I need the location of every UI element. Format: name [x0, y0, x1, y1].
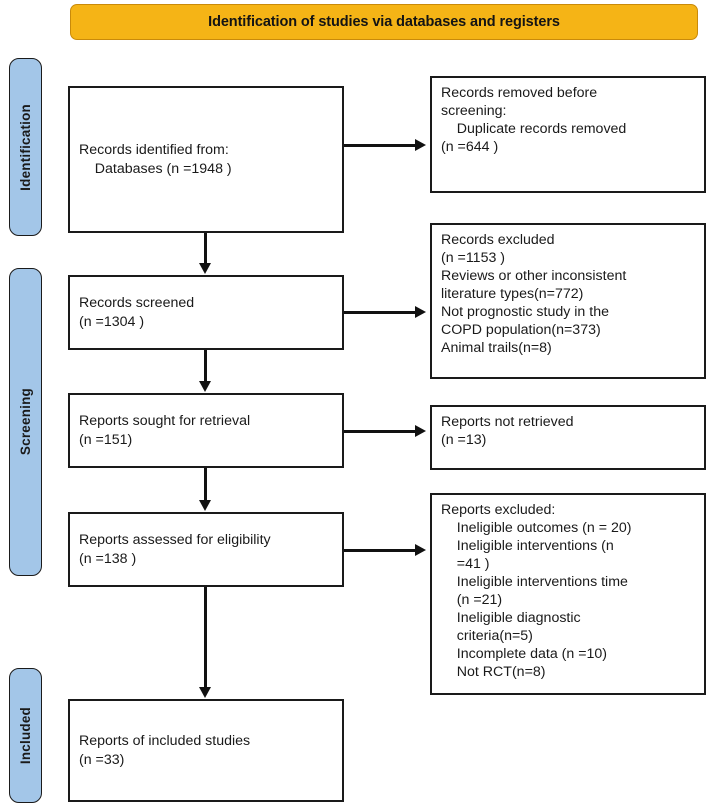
- arrowhead-screened-to-sought: [198, 381, 211, 392]
- stage-rail-screening: Screening: [9, 268, 42, 576]
- stage-rail-included: Included: [9, 668, 42, 803]
- arrowhead-sought-to-assessed: [198, 500, 211, 511]
- node-reports-not-retrieved: Reports not retrieved (n =13): [430, 405, 706, 470]
- node-records-excluded-text: Records excluded (n =1153 ) Reviews or o…: [441, 232, 627, 356]
- node-records-excluded: Records excluded (n =1153 ) Reviews or o…: [430, 223, 706, 379]
- stage-rail-identification-label: Identification: [18, 103, 33, 191]
- stage-rail-included-label: Included: [18, 706, 33, 765]
- node-records-screened: Records screened (n =1304 ): [68, 275, 344, 350]
- arrowhead-identified-to-screened: [198, 263, 211, 274]
- node-records-screened-text: Records screened (n =1304 ): [79, 295, 195, 330]
- node-reports-assessed-text: Reports assessed for eligibility (n =138…: [79, 532, 271, 567]
- arrowhead-sought-to-not-retrieved: [415, 424, 426, 437]
- node-reports-included-text: Reports of included studies (n =33): [79, 733, 251, 768]
- node-reports-sought: Reports sought for retrieval (n =151): [68, 393, 344, 468]
- node-reports-assessed: Reports assessed for eligibility (n =138…: [68, 512, 344, 587]
- connector-sought-to-assessed: [204, 468, 207, 501]
- node-records-identified-text: Records identified from: Databases (n =1…: [79, 142, 232, 177]
- arrowhead-assessed-to-included: [198, 687, 211, 698]
- arrowhead-identified-to-removed: [415, 138, 426, 151]
- stage-rail-identification: Identification: [9, 58, 42, 236]
- banner-title: Identification of studies via databases …: [208, 14, 560, 30]
- stage-rail-screening-label: Screening: [18, 388, 33, 456]
- banner-identification-header: Identification of studies via databases …: [70, 4, 698, 40]
- node-reports-sought-text: Reports sought for retrieval (n =151): [79, 413, 251, 448]
- arrowhead-assessed-to-reports-excluded: [415, 543, 426, 556]
- node-records-removed: Records removed before screening: Duplic…: [430, 76, 706, 193]
- node-reports-excluded-text: Reports excluded: Ineligible outcomes (n…: [441, 502, 632, 680]
- arrowhead-screened-to-records-excluded: [415, 305, 426, 318]
- connector-sought-to-not-retrieved: [344, 430, 416, 433]
- node-reports-not-retrieved-text: Reports not retrieved (n =13): [441, 414, 574, 448]
- connector-assessed-to-reports-excluded: [344, 549, 416, 552]
- connector-assessed-to-included: [204, 587, 207, 688]
- node-reports-included: Reports of included studies (n =33): [68, 699, 344, 802]
- connector-identified-to-removed: [344, 144, 416, 147]
- node-records-removed-text: Records removed before screening: Duplic…: [441, 85, 627, 155]
- node-reports-excluded: Reports excluded: Ineligible outcomes (n…: [430, 493, 706, 695]
- connector-identified-to-screened: [204, 233, 207, 264]
- connector-screened-to-sought: [204, 350, 207, 382]
- connector-screened-to-records-excluded: [344, 311, 416, 314]
- node-records-identified: Records identified from: Databases (n =1…: [68, 86, 344, 233]
